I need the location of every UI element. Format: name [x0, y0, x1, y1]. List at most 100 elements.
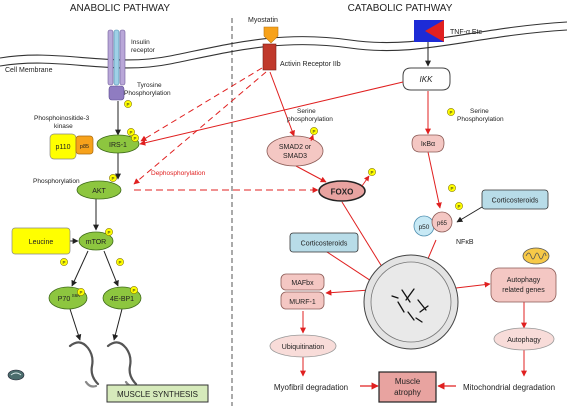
p110-label: p110 [55, 144, 70, 151]
ikk-node [402, 67, 451, 91]
svg-text:P: P [312, 129, 315, 134]
svg-text:P: P [370, 170, 373, 175]
foxo-node [318, 180, 366, 202]
phosphate-icon: P [77, 288, 85, 296]
cell-logo-icon [7, 369, 25, 381]
svg-text:P: P [457, 204, 460, 209]
serine-left-label-1: Serine [297, 108, 316, 115]
mitochondrial-degradation-label: Mitochondrial degradation [463, 383, 555, 392]
p50-label: p50 [419, 224, 430, 231]
autophagy-label: Autophagy [507, 337, 541, 344]
tyrosine-label-1: Tyrosine [137, 82, 162, 89]
myofibril-degradation-label: Myofibril degradation [274, 383, 348, 392]
p85-node [75, 135, 94, 155]
catabolic-heading: CATABOLIC PATHWAY [348, 3, 453, 14]
cell-membrane [0, 21, 567, 69]
smad-label-1: SMAD2 or [279, 144, 312, 151]
muscle-atrophy-box [378, 371, 437, 403]
mtor-label: mTOR [86, 239, 106, 246]
pi3k-label-2: kinase [54, 123, 73, 130]
phosphate-icon: P [310, 127, 318, 135]
svg-text:P: P [62, 260, 65, 265]
insulin-receptor-icon [107, 29, 126, 101]
leucine-node [11, 227, 71, 255]
smad-phospho-arrow [308, 134, 315, 142]
chromosome-icon [391, 288, 429, 323]
murf1-label: MURF-1 [289, 299, 316, 306]
akt-node [76, 180, 122, 200]
mtor-node [78, 231, 114, 251]
svg-text:P: P [133, 136, 136, 141]
svg-text:P: P [118, 260, 121, 265]
ubiquitination-node [269, 334, 337, 358]
ikba-node [411, 134, 445, 153]
p65-node [431, 211, 453, 233]
insulin-receptor-label-1: Insulin [131, 39, 150, 46]
pi3k-label-1: Phosphoinositide-3 [34, 115, 90, 122]
muscle-atrophy-label-1: Muscle [395, 377, 421, 386]
svg-text:P: P [107, 230, 110, 235]
svg-text:P: P [111, 176, 114, 181]
mafbx-node [280, 273, 325, 291]
foxo-label: FOXO [331, 188, 354, 197]
insulin-receptor-label-2: receptor [131, 47, 156, 54]
mafbx-label: MAFbx [291, 280, 314, 287]
p85-label: p85 [80, 144, 89, 150]
irs1-label: IRS-1 [109, 142, 127, 149]
cell-membrane-label: Cell Membrane [5, 67, 53, 74]
phosphate-icon: P [448, 184, 456, 192]
foxo-phospho-arrow [361, 175, 370, 187]
phosphate-icon: P [368, 168, 376, 176]
protein-strand-icon [68, 341, 138, 388]
p70-superscript: S6K [72, 293, 81, 298]
phosphate-icon: P [60, 258, 68, 266]
anabolic-heading: ANABOLIC PATHWAY [70, 3, 171, 14]
phosphate-icon: P [127, 128, 135, 136]
phosphorylation-label: Phosphorylation [33, 178, 80, 185]
dephosphorylation-label: Dephosphorylation [151, 170, 206, 177]
corticosteroids-right-label: Corticosteroids [492, 198, 539, 205]
corticosteroids-left-box [289, 232, 359, 253]
autophagy-genes-label-1: Autophagy [507, 277, 541, 284]
muscle-atrophy-label-2: atrophy [394, 388, 421, 397]
4ebp1-label: 4E-BP1 [110, 296, 134, 303]
tnf-label: TNF-α Etc [450, 29, 483, 36]
akt-label: AKT [92, 188, 106, 195]
serine-right-label-1: Serine [470, 108, 489, 115]
myostatin-label: Myostatin [248, 17, 278, 24]
phosphate-icon: P [116, 258, 124, 266]
autophagy-genes-label-2: related genes [502, 287, 545, 294]
svg-text:P: P [132, 288, 135, 293]
corticosteroids-left-label: Corticosteroids [301, 241, 348, 248]
autophagy-node [493, 327, 555, 351]
leucine-label: Leucine [29, 239, 54, 246]
smad-label-2: SMAD3 [283, 153, 307, 160]
svg-text:P: P [129, 130, 132, 135]
nucleus [363, 254, 459, 350]
ikba-label: IκBα [421, 141, 435, 148]
myostatin-icon [263, 26, 279, 44]
nfkb-label: NFκB [456, 239, 474, 246]
irs1-node [96, 134, 140, 154]
smad-node [266, 135, 324, 167]
serine-left-label-2: phosphorylation [287, 116, 333, 123]
phosphate-icon: P [124, 100, 132, 108]
p70-label: P70 [58, 296, 71, 303]
ikk-label: IKK [420, 75, 434, 84]
phosphate-icon: P [105, 228, 113, 236]
phosphate-markers: P P P P P P P P P P P P P P [60, 100, 463, 296]
phosphate-icon: P [109, 174, 117, 182]
p65-label: p65 [437, 221, 448, 227]
corticosteroids-right-box [481, 189, 549, 210]
svg-text:P: P [449, 110, 452, 115]
mitochondrion-icon [522, 247, 550, 265]
phosphate-icon: P [130, 286, 138, 294]
phosphate-icon: P [131, 134, 139, 142]
autophagy-genes-node [490, 267, 557, 303]
tnf-ligand-icon [425, 20, 444, 42]
activin-receptor-icon [262, 43, 277, 71]
muscle-synthesis-label: MUSCLE SYNTHESIS [117, 390, 198, 399]
activin-receptor-label: Activin Receptor IIb [280, 61, 341, 68]
tyrosine-label-2: Phosphorylation [124, 90, 171, 97]
